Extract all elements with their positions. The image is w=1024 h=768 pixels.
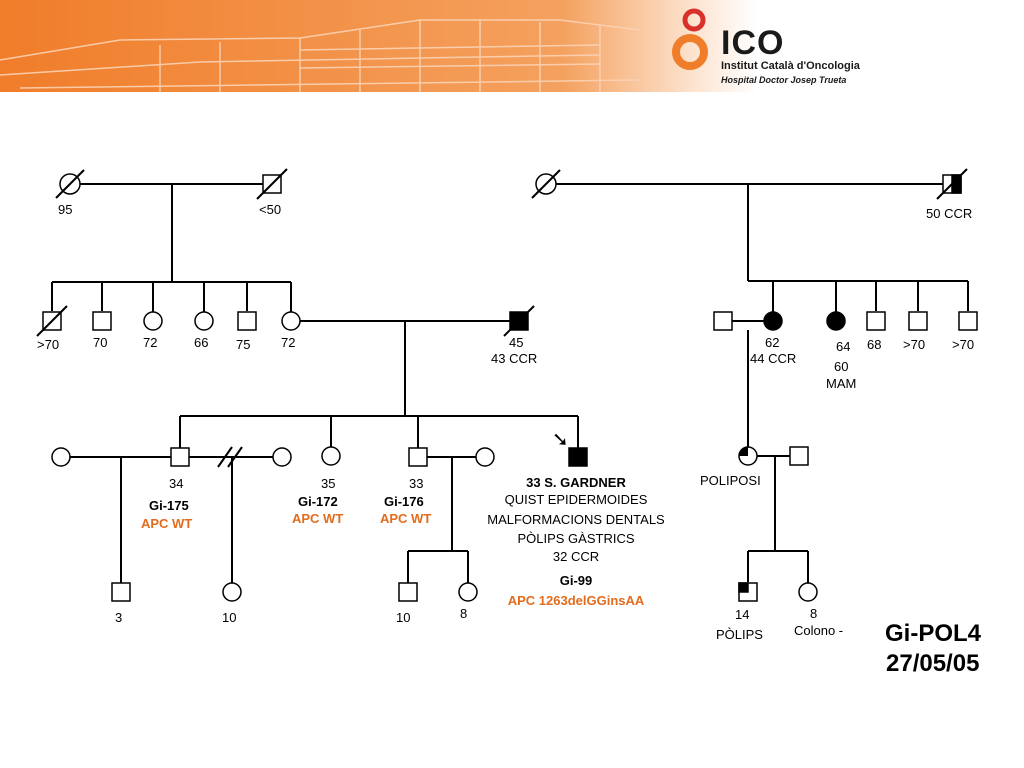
proband-mutation: APC 1263delGGinsAA bbox=[508, 593, 645, 608]
age-label: 75 bbox=[236, 337, 250, 352]
age-label: 8 bbox=[810, 606, 817, 621]
age-label: 45 bbox=[509, 335, 523, 350]
proband-finding: 32 CCR bbox=[553, 549, 599, 564]
proband-finding: MALFORMACIONS DENTALS bbox=[487, 512, 665, 527]
age-label: 62 bbox=[765, 335, 779, 350]
age-label: 72 bbox=[281, 335, 295, 350]
spouse-female bbox=[475, 447, 495, 467]
female bbox=[798, 582, 818, 602]
female bbox=[458, 582, 478, 602]
age-label: >70 bbox=[37, 337, 59, 352]
spouse-male bbox=[713, 311, 733, 331]
male bbox=[237, 311, 257, 331]
age-label: 3 bbox=[115, 610, 122, 625]
diagnosis-label: POLIPOSI bbox=[700, 473, 761, 488]
age-label: 64 bbox=[836, 339, 850, 354]
proband-arrow-icon: ➘ bbox=[552, 427, 569, 451]
age-label: 14 bbox=[735, 607, 749, 622]
proband-finding: QUIST EPIDERMOIDES bbox=[505, 492, 648, 507]
sample-id: Gi-176 bbox=[384, 494, 424, 509]
male bbox=[111, 582, 131, 602]
proband-sample-id: Gi-99 bbox=[560, 573, 593, 588]
age-label: 33 bbox=[409, 476, 423, 491]
affected-female bbox=[826, 311, 846, 331]
spouse-male bbox=[789, 446, 809, 466]
diagnosis-label: MAM bbox=[826, 376, 856, 391]
female bbox=[222, 582, 242, 602]
age-label: 60 bbox=[834, 359, 848, 374]
building-banner-image bbox=[0, 0, 1024, 92]
female bbox=[194, 311, 214, 331]
age-label: 8 bbox=[460, 606, 467, 621]
male bbox=[92, 311, 112, 331]
age-label: 35 bbox=[321, 476, 335, 491]
diagnosis-label: PÒLIPS bbox=[716, 627, 763, 642]
male bbox=[866, 311, 886, 331]
age-label: 68 bbox=[867, 337, 881, 352]
diagnosis-label: 44 CCR bbox=[750, 351, 796, 366]
mother bbox=[281, 311, 301, 331]
age-label: 72 bbox=[143, 335, 157, 350]
male bbox=[408, 447, 428, 467]
test-result: APC WT bbox=[141, 516, 192, 531]
age-label: 95 bbox=[58, 202, 72, 217]
age-label: 10 bbox=[222, 610, 236, 625]
sample-id: Gi-172 bbox=[298, 494, 338, 509]
pedigree-date: 27/05/05 bbox=[886, 650, 979, 677]
diagnosis-label: Colono - bbox=[794, 623, 843, 638]
ico-logo-icon bbox=[672, 8, 708, 70]
ex-spouse-female bbox=[272, 447, 292, 467]
sample-id: Gi-175 bbox=[149, 498, 189, 513]
proband-male bbox=[568, 447, 588, 467]
logo-title: ICO bbox=[721, 24, 785, 62]
female bbox=[321, 446, 341, 466]
proband-diagnosis: 33 S. GARDNER bbox=[526, 475, 626, 490]
logo-hospital: Hospital Doctor Josep Trueta bbox=[721, 75, 847, 85]
header-banner: ICO Institut Català d'Oncologia Hospital… bbox=[0, 0, 1024, 92]
age-label: 10 bbox=[396, 610, 410, 625]
male bbox=[958, 311, 978, 331]
proband-finding: PÒLIPS GÀSTRICS bbox=[517, 531, 634, 546]
diagnosis-label: 43 CCR bbox=[491, 351, 537, 366]
affected-female bbox=[763, 311, 783, 331]
family-id: Gi-POL4 bbox=[885, 620, 982, 647]
age-label: >70 bbox=[903, 337, 925, 352]
age-label: >70 bbox=[952, 337, 974, 352]
age-label: 66 bbox=[194, 335, 208, 350]
female bbox=[143, 311, 163, 331]
logo-institution: Institut Català d'Oncologia bbox=[721, 60, 860, 72]
diagnosis-label: 50 CCR bbox=[926, 206, 972, 221]
test-result: APC WT bbox=[380, 511, 431, 526]
test-result: APC WT bbox=[292, 511, 343, 526]
male bbox=[170, 447, 190, 467]
male bbox=[398, 582, 418, 602]
spouse-female bbox=[51, 447, 71, 467]
age-label: <50 bbox=[259, 202, 281, 217]
age-label: 34 bbox=[169, 476, 183, 491]
male bbox=[908, 311, 928, 331]
age-label: 70 bbox=[93, 335, 107, 350]
